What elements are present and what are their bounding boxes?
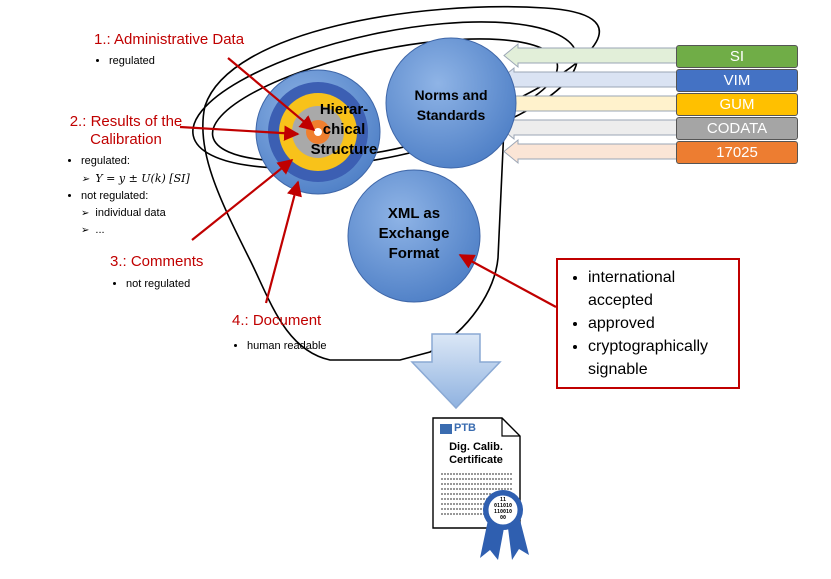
xml-exchange-circle — [347, 169, 481, 303]
norms-line-1: Norms and — [414, 87, 488, 103]
results-title-line-2: Calibration — [90, 131, 162, 148]
xml-property-item: cryptographically signable — [588, 335, 726, 381]
pointer-comments — [191, 159, 294, 241]
comments-title: 3.: Comments — [110, 253, 204, 270]
comments-note: not regulated — [112, 276, 190, 293]
xml-exchange-label: XML as Exchange Format — [364, 204, 464, 264]
seal-ribbon — [480, 520, 529, 560]
certificate-title: Dig. Calib. Certificate — [436, 441, 516, 467]
standard-arrow — [503, 42, 679, 69]
down-arrow — [410, 333, 502, 410]
seal-text-1: 11 — [499, 497, 507, 503]
xml-property-item: international accepted — [588, 266, 726, 312]
norms-standards-circle — [385, 37, 517, 169]
standard-arrow — [503, 138, 679, 165]
xml-property-item: approved — [588, 312, 726, 335]
results-regulated: regulated: — [81, 153, 190, 170]
norms-line-2: Standards — [416, 107, 486, 123]
ptb-logo-text: PTB — [454, 422, 476, 434]
document-note: human readable — [233, 338, 327, 355]
seal-text-3: 110010 — [493, 509, 513, 515]
standard-pill: GUM — [676, 93, 798, 116]
seal-text-2: 011010 — [493, 503, 513, 509]
hier-line-1: Hierar- — [319, 101, 369, 118]
standard-pill: 17025 — [676, 141, 798, 164]
document-title: 4.: Document — [232, 312, 322, 329]
results-title: 2.: Results of the Calibration — [67, 113, 185, 149]
admin-data-note: regulated — [95, 53, 155, 70]
hier-line-2: chical — [322, 121, 366, 138]
standards-arrows — [495, 42, 679, 165]
results-more: ... — [67, 222, 190, 239]
results-individual-data: individual data — [67, 205, 190, 222]
hier-line-3: Structure — [310, 141, 378, 158]
xml-line-2: Exchange — [378, 225, 450, 242]
xml-line-3: Format — [388, 245, 440, 262]
admin-data-title: 1.: Administrative Data — [94, 31, 245, 48]
hierarchical-structure-label: Hierar- chical Structure — [290, 100, 390, 160]
xml-line-1: XML as — [387, 205, 441, 222]
pointer-xml-box — [458, 254, 557, 308]
comments-note-item: not regulated — [126, 276, 190, 293]
certificate-title-line-2: Certificate — [449, 454, 503, 466]
standard-pill: CODATA — [676, 117, 798, 140]
results-formula: Y = y ± U(k) [SI] — [67, 170, 189, 188]
standard-pill: VIM — [676, 69, 798, 92]
pointer-document — [264, 180, 302, 304]
ptb-logo-mark — [440, 424, 452, 434]
xml-properties-box: international acceptedapprovedcryptograp… — [556, 258, 740, 389]
pointer-results — [179, 125, 300, 141]
certificate-document — [432, 417, 529, 560]
results-notes: regulated: Y = y ± U(k) [SI] not regulat… — [67, 153, 190, 239]
norms-standards-label: Norms and Standards — [401, 85, 501, 125]
certificate-title-line-1: Dig. Calib. — [449, 441, 503, 453]
pointer-admin — [227, 57, 316, 131]
seal-text-4: 00 — [499, 515, 507, 521]
admin-note-item: regulated — [109, 53, 155, 70]
results-not-regulated: not regulated: — [81, 188, 190, 205]
seal-text: 11 011010 110010 00 — [490, 497, 516, 521]
standard-pill: SI — [676, 45, 798, 68]
results-title-line-1: 2.: Results of the — [69, 113, 183, 130]
standard-arrow — [499, 114, 679, 141]
document-note-item: human readable — [247, 338, 327, 355]
